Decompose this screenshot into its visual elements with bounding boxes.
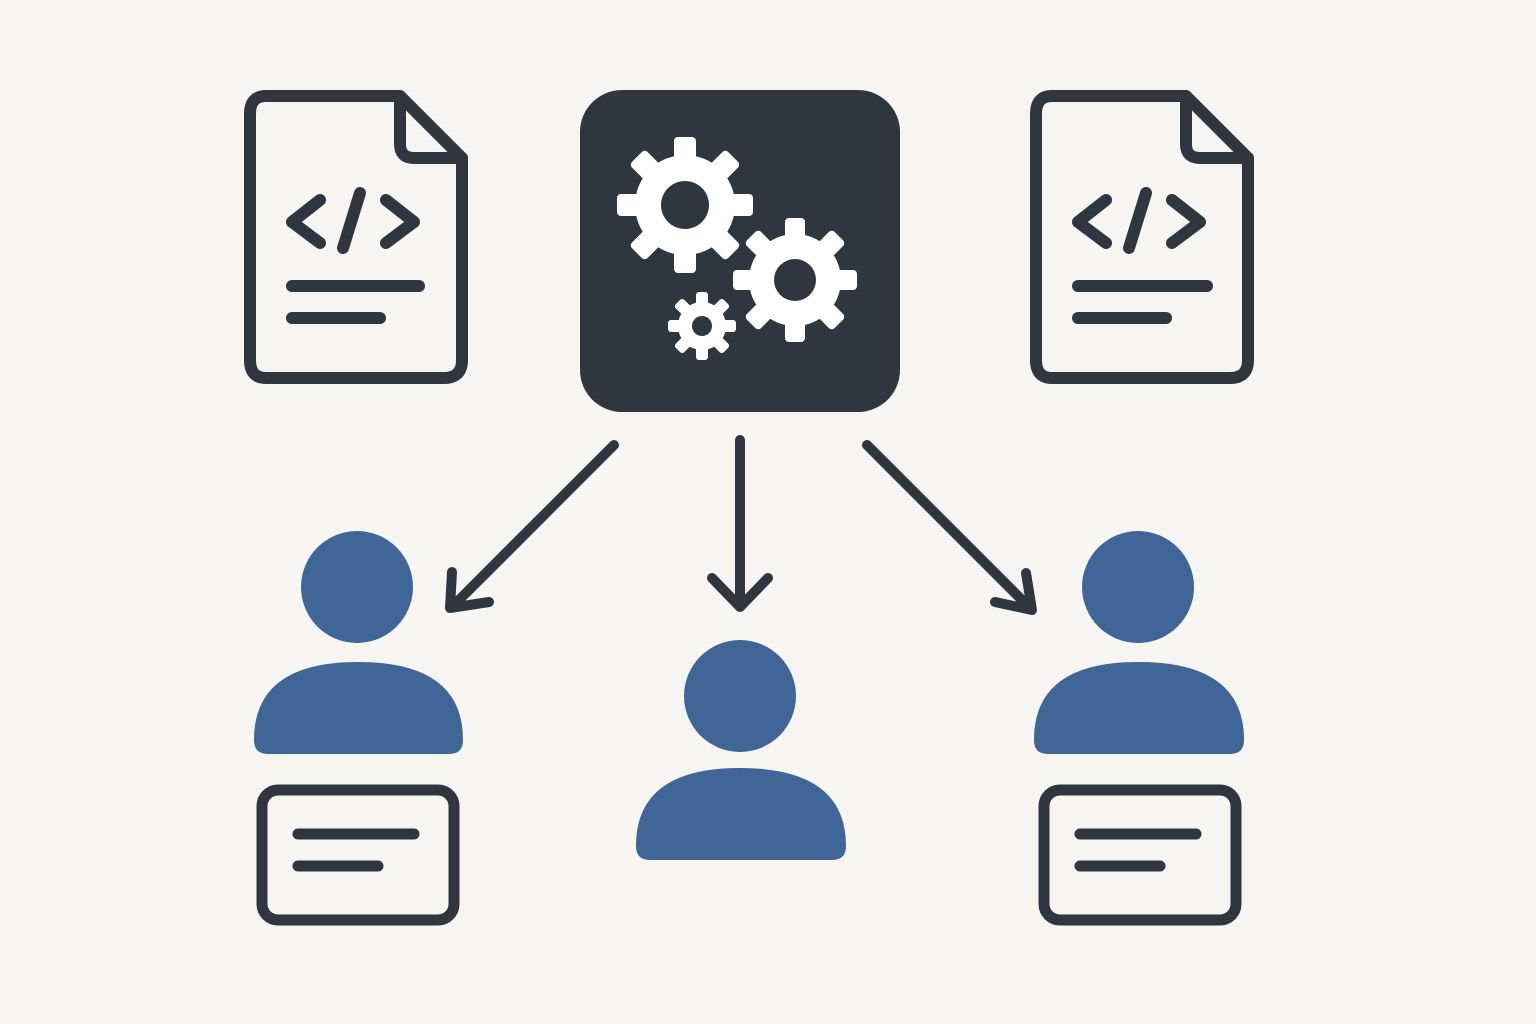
code-file-icon-left bbox=[244, 90, 468, 384]
arrow-icon-left bbox=[445, 440, 619, 613]
arrow-icon-right bbox=[862, 440, 1037, 615]
gear-small-icon bbox=[668, 292, 736, 360]
gear-large-icon bbox=[617, 137, 753, 273]
id-card-icon-right bbox=[1038, 784, 1242, 926]
user-icon-left bbox=[254, 531, 463, 754]
processor-gears-icon bbox=[580, 90, 900, 412]
code-file-icon-right bbox=[1030, 90, 1254, 384]
arrow-icon-center bbox=[707, 435, 773, 612]
gear-medium-icon bbox=[733, 218, 857, 342]
id-card-icon-left bbox=[256, 784, 460, 926]
user-icon-right bbox=[1034, 531, 1244, 754]
user-icon-center bbox=[636, 640, 846, 860]
